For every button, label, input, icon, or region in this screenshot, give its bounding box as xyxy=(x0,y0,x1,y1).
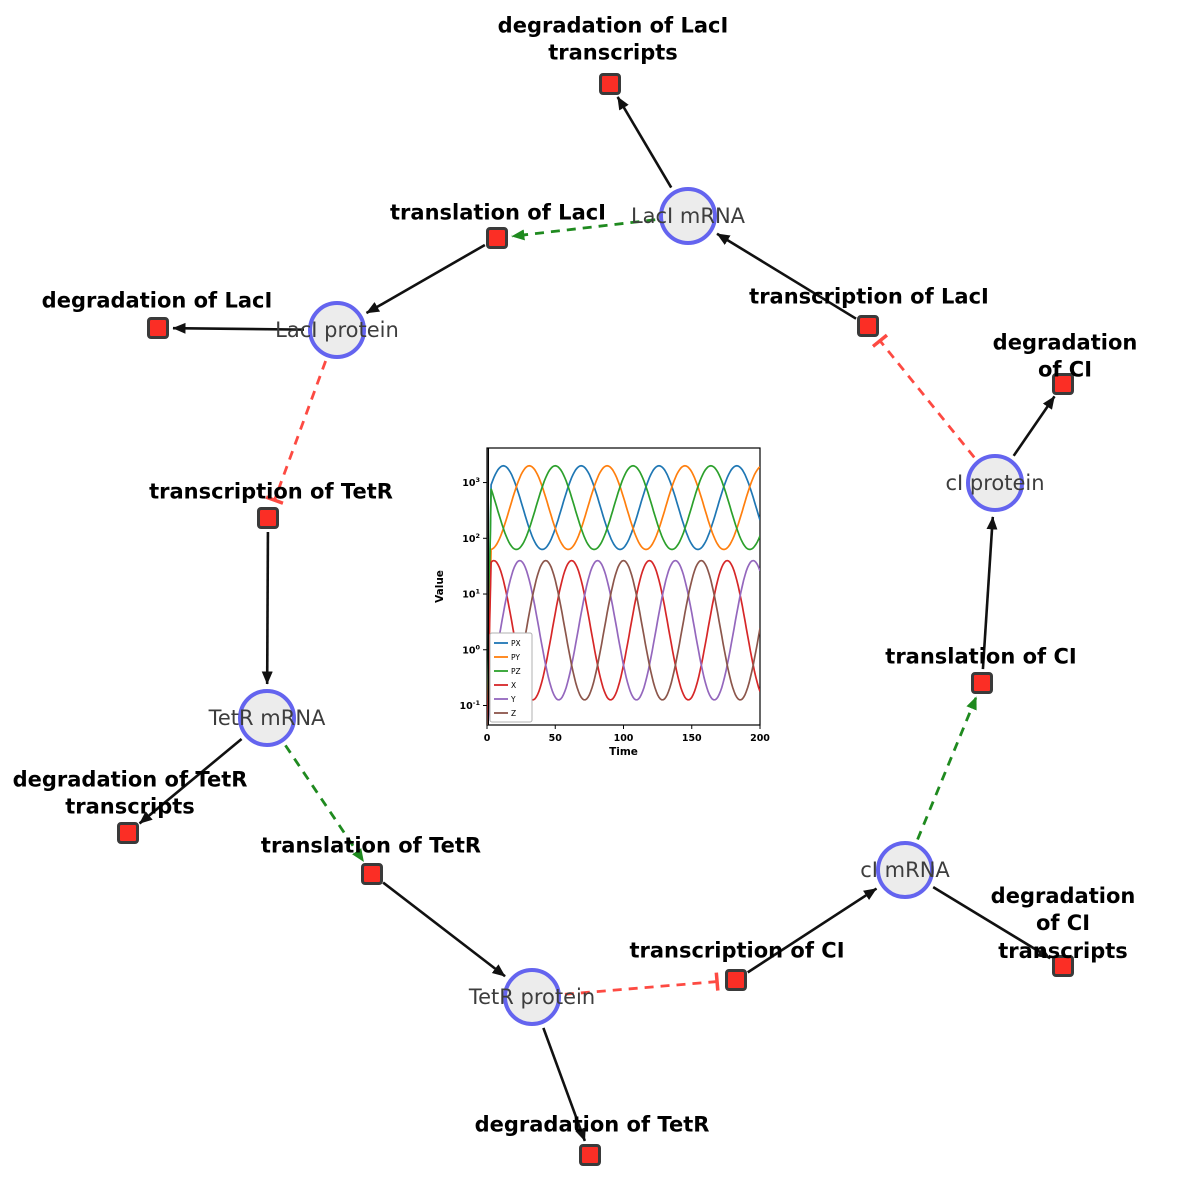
series-line-Z xyxy=(487,559,760,725)
y-tick-label: 103 xyxy=(462,476,480,489)
edge-ci_mrna-to-tl_ci xyxy=(916,696,978,841)
y-tick-label: 10-1 xyxy=(460,699,481,712)
x-tick-label: 200 xyxy=(750,733,770,744)
edge-laci_protein-to-tx_tetr xyxy=(265,360,327,505)
series-line-PY xyxy=(487,464,760,725)
edge-group xyxy=(138,96,1056,1142)
edge-laci_mrna-to-deg_laci_tx xyxy=(616,96,673,189)
x-tick-label: 150 xyxy=(682,733,702,744)
legend-entry-label: Z xyxy=(511,709,516,718)
edge-tl_tetr-to-tetr_protein xyxy=(382,881,506,978)
edge-tetr_protein-to-tx_ci xyxy=(564,972,720,996)
legend-entry-label: Y xyxy=(510,695,516,704)
y-tick-label: 102 xyxy=(462,532,480,545)
edge-tx_laci-to-laci_mrna xyxy=(716,232,857,320)
x-tick-label: 100 xyxy=(614,733,634,744)
y-tick-label: 100 xyxy=(462,643,480,656)
y-tick-label: 101 xyxy=(462,588,480,601)
edge-tetr_protein-to-deg_tetr xyxy=(542,1027,587,1142)
legend-entry-label: X xyxy=(511,681,516,690)
chart-legend: PX PY PZ XYZ xyxy=(489,632,533,723)
legend-entry-label: PX xyxy=(511,639,521,648)
edge-tetr_mrna-to-deg_tetr_tx xyxy=(138,738,243,825)
edge-laci_protein-to-deg_laci xyxy=(172,322,305,334)
legend-entry-label: PY xyxy=(511,653,520,662)
edge-ci_mrna-to-deg_ci_tx xyxy=(932,886,1051,960)
edge-tx_tetr-to-tetr_mrna xyxy=(261,531,273,685)
x-axis-label: Time xyxy=(609,746,638,758)
series-line-PZ xyxy=(487,464,760,725)
edge-ci_protein-to-tx_laci xyxy=(871,333,976,459)
edge-tl_laci-to-laci_protein xyxy=(365,243,486,315)
y-axis-label: Value xyxy=(434,570,446,603)
x-tick-label: 50 xyxy=(549,733,563,744)
edge-tl_ci-to-ci_protein xyxy=(981,516,998,670)
edge-tetr_mrna-to-tl_tetr xyxy=(284,744,365,863)
edge-ci_protein-to-deg_ci xyxy=(1012,395,1056,457)
legend-entry-label: PZ xyxy=(511,667,521,676)
edge-laci_mrna-to-tl_laci xyxy=(511,218,656,241)
x-tick-label: 0 xyxy=(484,733,491,744)
series-line-PX xyxy=(487,464,760,725)
edge-tx_ci-to-ci_mrna xyxy=(747,887,878,974)
